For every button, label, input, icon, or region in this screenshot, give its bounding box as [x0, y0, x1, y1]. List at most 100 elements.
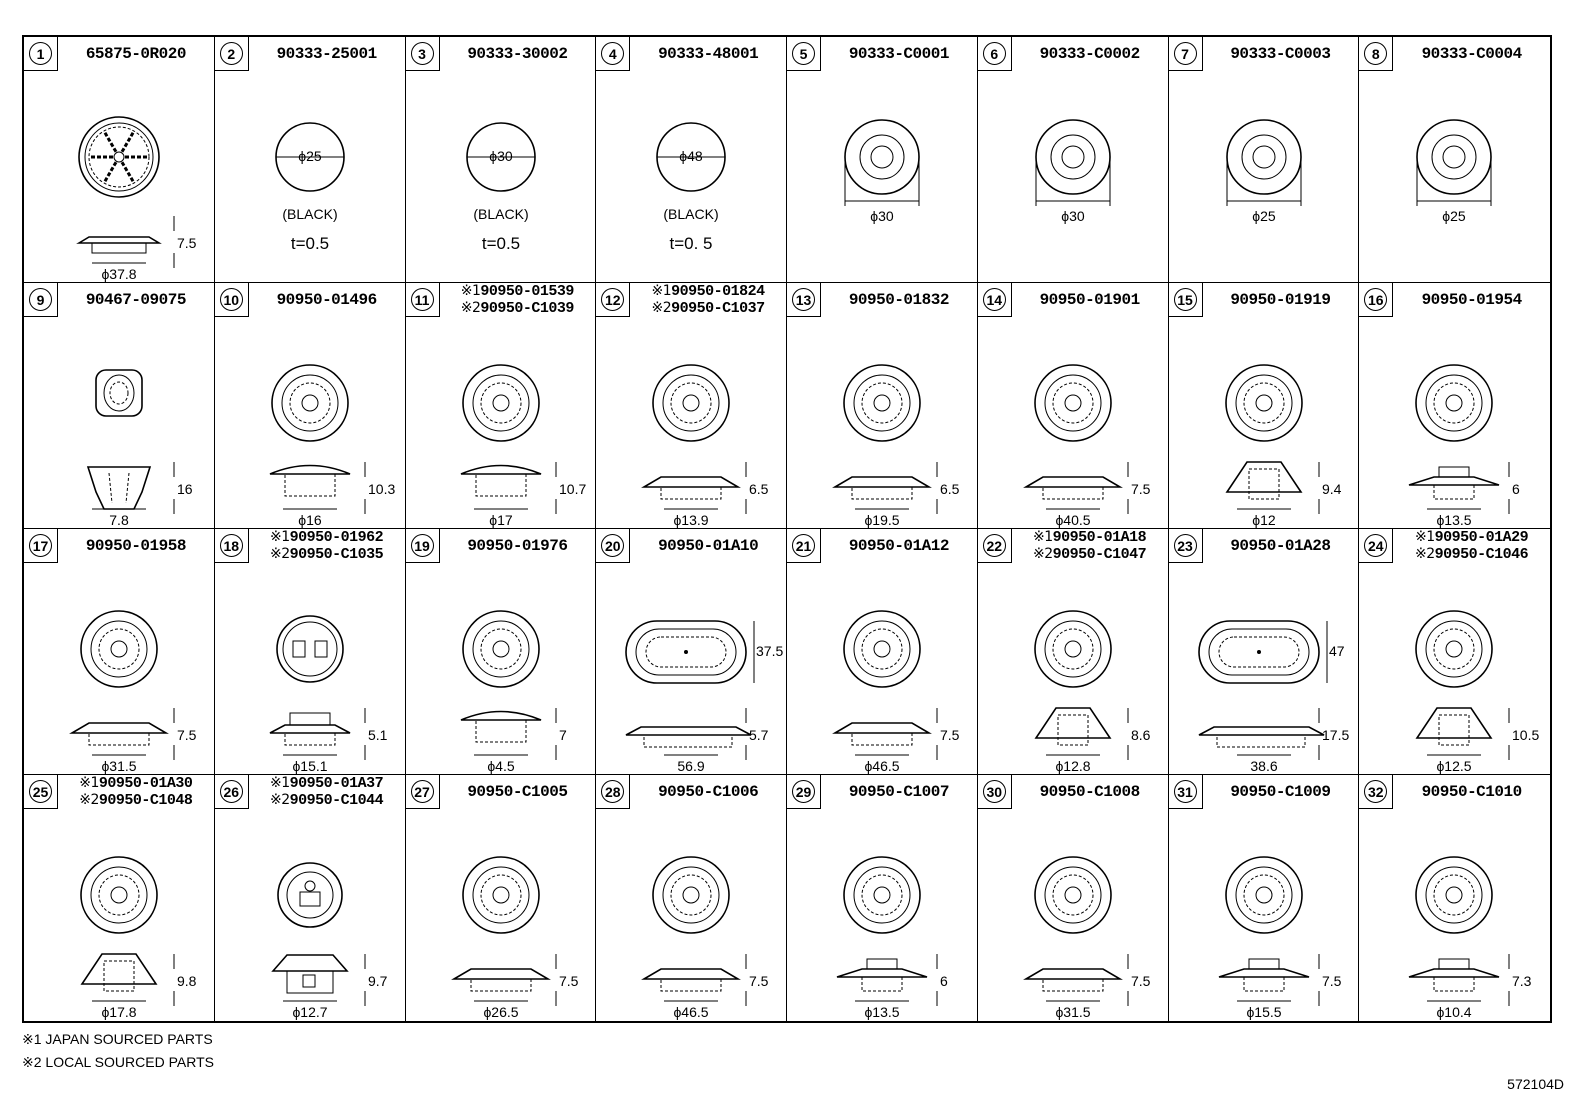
part-drawing: ϕ48(BLACK)t=0. 5: [656, 122, 727, 253]
index-number: 12: [601, 288, 625, 311]
part-drawing: 10.3 ϕ16: [269, 364, 395, 528]
index-badge: 9: [24, 283, 58, 317]
height-label: 5.7: [749, 727, 769, 743]
part-number-local: ※290950-C1044: [270, 792, 384, 809]
index-number: 10: [219, 288, 243, 311]
index-number: 16: [1364, 288, 1388, 311]
height-label: 7.5: [940, 727, 960, 743]
diameter-label: ϕ13.5: [864, 1004, 899, 1020]
index-badge: 16: [1359, 283, 1394, 317]
top-view: [625, 620, 748, 684]
diameter-label: ϕ30: [489, 148, 513, 164]
diameter-label: ϕ30: [1061, 208, 1085, 224]
footnote-japan-sourced: ※1 JAPAN SOURCED PARTS: [22, 1031, 213, 1047]
index-number: 20: [601, 534, 625, 557]
diameter-label: ϕ16: [298, 512, 322, 528]
part-number: 90950-01A10: [658, 537, 759, 555]
diameter-label: ϕ37.8: [101, 266, 136, 282]
index-number: 7: [1173, 42, 1197, 65]
index-number: 6: [982, 42, 1006, 65]
top-view: [1415, 610, 1494, 688]
index-badge: 21: [787, 529, 821, 563]
side-view: [1218, 958, 1309, 992]
diameter-label: 7.8: [109, 512, 129, 528]
index-badge: 13: [787, 283, 821, 317]
height-label: 17.5: [1322, 727, 1349, 743]
index-badge: 27: [405, 775, 440, 809]
index-number: 26: [219, 780, 243, 803]
top-view: [843, 364, 921, 442]
index-number: 14: [982, 288, 1006, 311]
index-number: 29: [792, 780, 815, 803]
index-number: 1: [29, 42, 52, 65]
top-view: [843, 610, 921, 688]
index-badge: 11: [405, 283, 440, 317]
diameter-label: ϕ12.7: [292, 1004, 327, 1020]
height-label: 16: [177, 481, 193, 497]
part-number-pair: ※190950-01A30※290950-C1048: [58, 775, 214, 809]
part-number-japan: ※190950-01A18: [1033, 529, 1147, 546]
side-view: [832, 476, 932, 500]
height-label: 7.5: [177, 235, 197, 251]
diameter-label: ϕ10.4: [1437, 1004, 1472, 1020]
diameter-label: ϕ30: [870, 208, 894, 224]
index-badge: 3: [405, 37, 440, 71]
height-label: 7: [559, 727, 567, 743]
part-number: 90467-09075: [85, 291, 187, 309]
diameter-label: ϕ19.5: [864, 512, 899, 528]
height-label: 10.3: [368, 481, 395, 497]
height-label: 7.5: [1131, 973, 1151, 989]
index-number: 28: [601, 780, 625, 803]
side-view: [641, 968, 742, 992]
side-view: [1409, 466, 1500, 500]
index-badge: 18: [214, 529, 249, 563]
height-label: 7.5: [749, 973, 769, 989]
index-number: 30: [982, 780, 1006, 803]
top-view: [80, 856, 158, 934]
side-view: [1022, 476, 1123, 500]
part-drawing: ϕ25: [1225, 119, 1302, 224]
diameter-label: ϕ4.5: [487, 758, 515, 774]
index-badge: 28: [596, 775, 631, 809]
thickness-label: t=0. 5: [670, 234, 713, 253]
part-number-local: ※290950-C1039: [460, 300, 575, 317]
index-badge: 6: [977, 37, 1012, 71]
index-badge: 1: [24, 37, 58, 71]
diameter-label: ϕ26.5: [483, 1004, 518, 1020]
index-badge: 7: [1168, 37, 1203, 71]
part-drawing: 37.55.756.9: [625, 620, 784, 774]
index-number: 23: [1173, 534, 1197, 557]
height-label: 10.7: [559, 481, 586, 497]
part-drawing: ϕ25: [1416, 119, 1493, 224]
width-label: 37.5: [756, 643, 783, 659]
part-number: 90950-01A28: [1230, 537, 1331, 555]
part-number-local: ※290950-C1037: [651, 300, 766, 317]
part-number: 90950-C1008: [1039, 783, 1141, 801]
index-badge: 10: [214, 283, 249, 317]
part-number: 90950-C1005: [467, 783, 568, 801]
index-badge: 29: [787, 775, 821, 809]
index-number: 19: [410, 534, 434, 557]
side-view: [1409, 958, 1500, 992]
diameter-label: ϕ13.9: [674, 512, 709, 528]
